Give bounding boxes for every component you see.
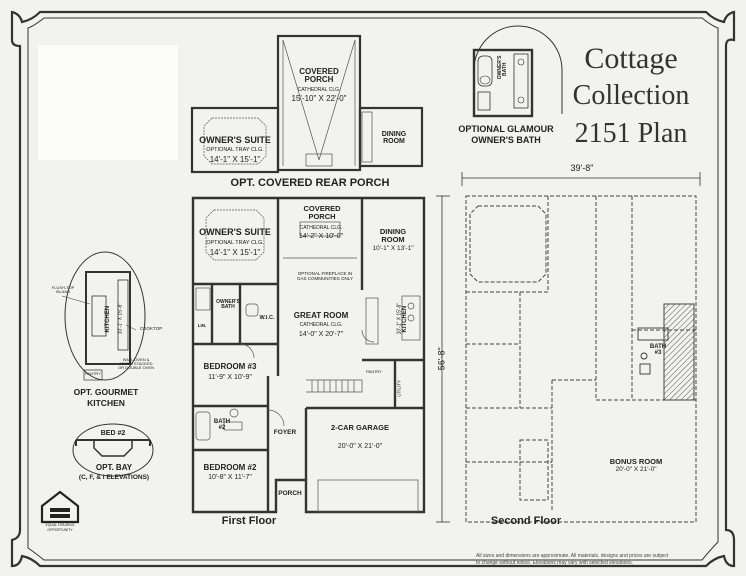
ff-bedroom3-dims: 11'-9" X 10'-9": [208, 374, 252, 381]
equal-housing-logo: [40, 490, 80, 524]
ff-wic: W.I.C.: [259, 315, 275, 321]
gk-wall-oven: WALL OVEN & MICRO STACKED OR DOUBLE OVEN: [117, 357, 154, 371]
ff-porch: PORCH: [278, 490, 302, 497]
glamour-bath-plan: [472, 25, 563, 118]
ff-great-room-dims: 14'-0" X 20'-7": [298, 331, 344, 338]
ff-garage-dims: 20'-0" X 21'-0": [337, 443, 383, 450]
rear-porch-dims: 15'-10" X 22'-0": [291, 94, 347, 103]
bay-room: BED #2: [100, 430, 126, 437]
ff-owners-bath: OWNER'S BATH: [216, 299, 240, 311]
gk-cooktop: COOKTOP: [139, 326, 163, 331]
ff-great-room: GREAT ROOM: [293, 311, 349, 320]
ff-kitchen-dims: 10'-1" X 15'-8": [396, 302, 403, 335]
rear-porch-porch-label: COVERED PORCH: [299, 67, 339, 85]
ff-fireplace-note: OPTIONAL FIREPLACE IN GAS COMMUNITIES ON…: [297, 271, 353, 281]
ff-bedroom2-dims: 10'-8" X 11'-7": [208, 474, 252, 481]
ff-kitchen: KITCHEN: [401, 305, 408, 333]
bay-caption-1: OPT. BAY: [95, 463, 133, 472]
ff-pantry: PANTRY: [366, 369, 382, 374]
rear-porch-ceiling: CATHEDRAL CLG.: [297, 87, 341, 93]
ff-foyer: FOYER: [273, 429, 297, 436]
ff-covered-porch: COVERED PORCH: [303, 204, 341, 221]
title-line-1: Cottage: [584, 42, 678, 75]
depth-dimension: 56'-8": [436, 347, 447, 371]
rear-porch-suite-label: OWNER'S SUITE: [199, 135, 271, 145]
eho-line-2: OPPORTUNITY: [47, 528, 73, 532]
rear-porch-suite-ceiling: OPTIONAL TRAY CLG.: [206, 147, 264, 153]
disclaimer-line-2: to change without notice. Elevations may…: [476, 560, 634, 566]
sf-bath3: BATH #3: [649, 344, 667, 357]
glamour-bath-caption-2: OWNER'S BATH: [471, 135, 541, 145]
sf-bonus-room-dims: 20'-0" X 21'-0": [615, 466, 657, 473]
rear-porch-suite-dims: 14'-1" X 15'-1": [209, 155, 261, 164]
ff-garage: 2-CAR GARAGE: [331, 423, 389, 432]
first-floor-caption: First Floor: [221, 515, 277, 527]
ff-bedroom3: BEDROOM #3: [203, 362, 257, 371]
bath3-fixtures: [637, 327, 669, 375]
ff-dining: DINING ROOM: [379, 227, 407, 244]
outer-border: [10, 10, 736, 568]
rear-porch-dining-label: DINING ROOM: [381, 131, 407, 146]
gk-caption-2: KITCHEN: [87, 398, 125, 408]
ff-great-room-ceiling: CATHEDRAL CLG.: [299, 322, 343, 328]
gk-kitchen-dims: 10'-1" X 15'-8": [117, 302, 124, 335]
ff-utility: UTILITY: [396, 379, 402, 397]
ff-covered-porch-dims: 14'-2" X 10'-0": [298, 233, 344, 240]
rear-porch-plan: [190, 34, 424, 174]
sf-bonus-room: BONUS ROOM: [609, 457, 663, 466]
title-line-3: 2151 Plan: [574, 118, 688, 149]
ff-owners-suite: OWNER'S SUITE: [199, 227, 271, 237]
opt-bay-plan: [72, 423, 154, 477]
glamour-bath-caption-1: OPTIONAL GLAMOUR: [458, 124, 554, 134]
gk-flush-top: FLUSH-TOP ISLAND: [51, 285, 75, 295]
gk-caption-1: OPT. GOURMET: [73, 387, 139, 397]
bay-caption-2: (C, F, & I ELEVATIONS): [78, 474, 150, 481]
first-floor-plan: [191, 196, 426, 514]
inner-border: [27, 17, 719, 561]
gk-pantry: PANTRY: [85, 371, 101, 376]
attic-hatch: [663, 303, 695, 401]
glamour-bath-room: OWNER'S BATH: [496, 55, 508, 80]
second-floor-plan: [465, 195, 697, 523]
ff-dining-dims: 10'-1" X 13'-1": [372, 245, 414, 252]
gk-kitchen: KITCHEN: [104, 305, 111, 333]
ff-bedroom2: BEDROOM #2: [203, 463, 257, 472]
redacted-logo-area: [38, 45, 178, 160]
ff-covered-porch-ceiling: CATHEDRAL CLG.: [299, 225, 343, 231]
eho-line-1: EQUAL HOUSING: [45, 523, 75, 527]
title-line-2: Collection: [572, 80, 690, 111]
ff-owners-suite-ceiling: OPTIONAL TRAY CLG.: [206, 240, 264, 246]
ff-owners-suite-dims: 14'-1" X 15'-1": [209, 248, 261, 257]
second-floor-caption: Second Floor: [490, 515, 562, 527]
width-dimension: 39'-8": [570, 163, 594, 173]
ff-bath2: BATH #2: [213, 419, 231, 432]
gourmet-kitchen-plan: [61, 251, 146, 381]
disclaimer-line-1: All sizes and dimensions are approximate…: [476, 553, 669, 559]
rear-porch-caption: OPT. COVERED REAR PORCH: [230, 177, 390, 189]
ff-linen: LIN.: [197, 323, 207, 328]
